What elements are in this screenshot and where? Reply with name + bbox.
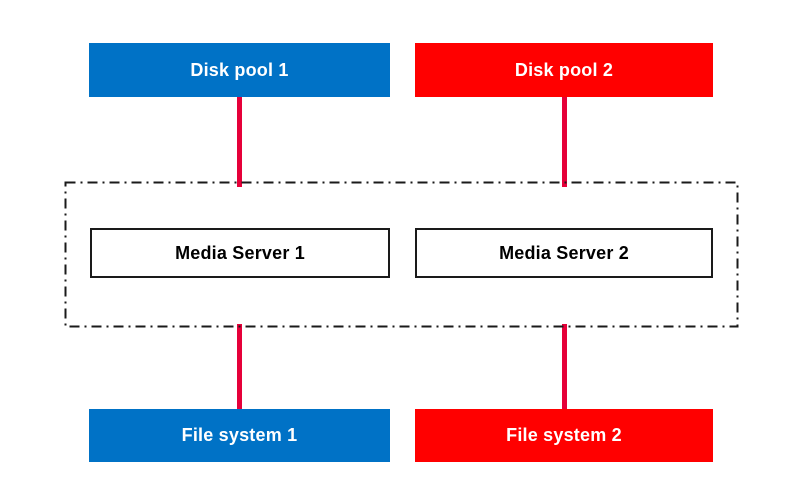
disk-pool-2-label: Disk pool 2 — [514, 59, 614, 80]
file-system-1-box: File system 1 — [89, 409, 390, 462]
file-system-2-label: File system 2 — [506, 425, 622, 445]
disk-pool-2-box: Disk pool 2 — [415, 43, 713, 97]
connector-mediaserver-filesystem1 — [237, 324, 242, 409]
disk-pool-1-label: Disk pool 1 — [190, 59, 289, 80]
media-servers-group-border — [64, 181, 739, 328]
file-system-1-label: File system 1 — [181, 425, 298, 445]
media-server-2-label: Media Server 2 — [499, 242, 629, 263]
disk-pool-1-box: Disk pool 1 — [89, 43, 390, 97]
connector-diskpool2-mediaserver — [562, 97, 567, 187]
file-system-2-box: File system 2 — [415, 409, 713, 462]
connector-diskpool1-mediaserver — [237, 97, 242, 187]
connector-mediaserver-filesystem2 — [562, 324, 567, 409]
media-server-1-label: Media Server 1 — [175, 242, 305, 263]
media-server-2-box: Media Server 2 — [415, 228, 713, 278]
media-server-1-box: Media Server 1 — [90, 228, 390, 278]
